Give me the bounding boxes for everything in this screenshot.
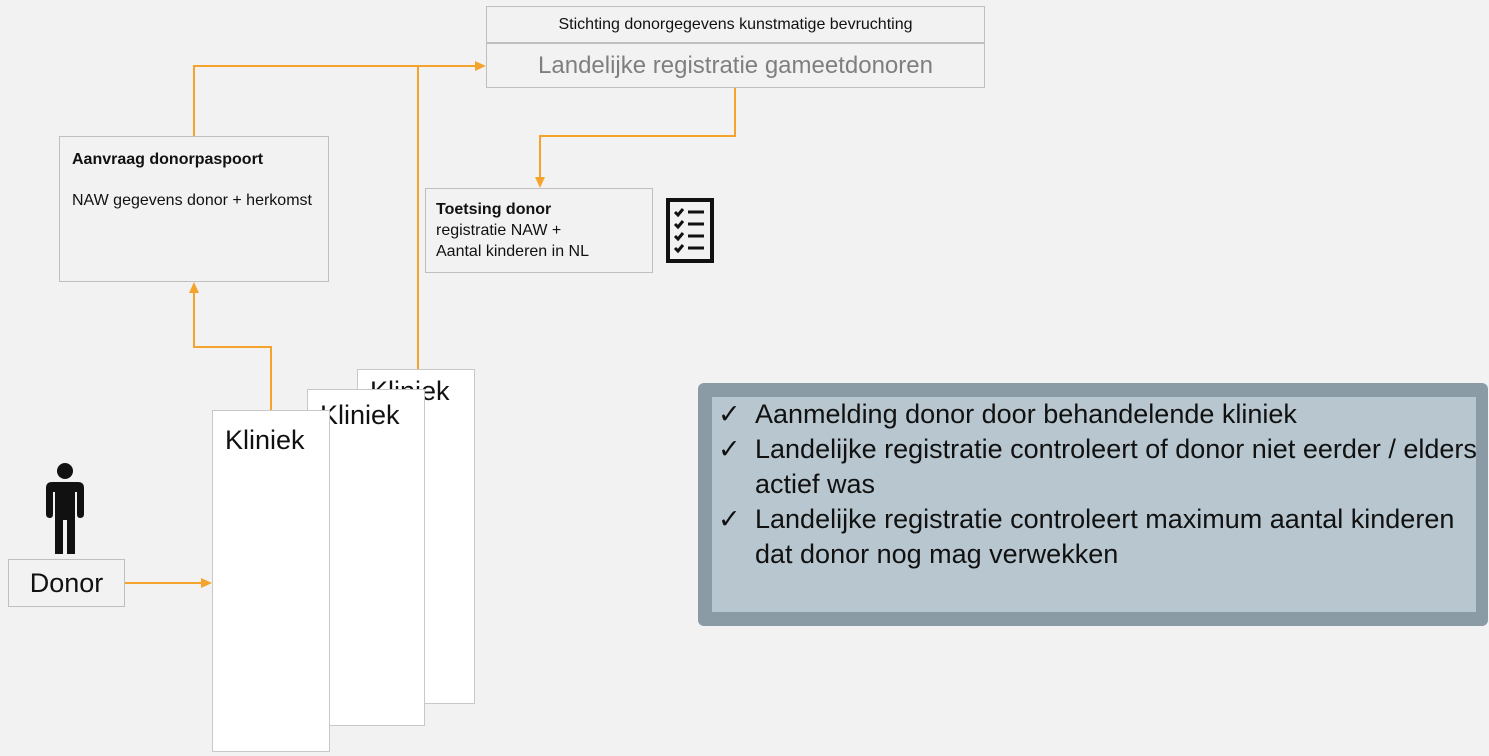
organization-top-label: Stichting donorgegevens kunstmatige bevr… (558, 15, 913, 33)
registry-box: Landelijke registratie gameetdonoren (486, 43, 985, 88)
arrowhead-toetsing (535, 177, 545, 188)
aanvraag-donorpaspoort-box: Aanvraag donorpaspoort NAW gegevens dono… (59, 136, 329, 282)
arrowhead-kliniek (201, 578, 212, 588)
organization-label: Stichting donorgegevens kunstmatige bevr… (486, 6, 985, 43)
summary-item: ✓ Landelijke registratie controleert max… (718, 502, 1478, 572)
toetsing-line-1: registratie NAW + (436, 222, 562, 239)
check-icon: ✓ (718, 504, 741, 534)
check-icon: ✓ (718, 399, 741, 429)
aanvraag-body: NAW gegevens donor + herkomst (72, 192, 312, 209)
arrowhead-registry (475, 61, 486, 71)
connector-registry-to-toetsing (539, 88, 736, 178)
summary-item: ✓ Aanmelding donor door behandelende kli… (718, 397, 1478, 432)
summary-item: ✓ Landelijke registratie controleert of … (718, 432, 1478, 502)
arrowhead-aanvraag (189, 282, 199, 293)
check-icon: ✓ (718, 434, 741, 464)
toetsing-line-2: Aantal kinderen in NL (436, 243, 589, 260)
toetsing-title: Toetsing donor (436, 201, 552, 218)
aanvraag-title: Aanvraag donorpaspoort (72, 151, 264, 168)
kliniek-label: Kliniek (320, 400, 400, 430)
kliniek-label: Kliniek (225, 425, 305, 455)
toetsing-donor-box: Toetsing donor registratie NAW + Aantal … (425, 188, 653, 273)
checklist-icon (666, 198, 714, 263)
summary-panel-inner (712, 397, 1476, 612)
connector-aanvraag-to-registry (193, 65, 476, 136)
person-icon (46, 463, 84, 554)
kliniek-card-1: Kliniek (212, 410, 330, 752)
donor-label: Donor (29, 567, 104, 598)
registry-label: Landelijke registratie gameetdonoren (538, 51, 933, 79)
donor-box: Donor (8, 559, 125, 607)
summary-item-text: Aanmelding donor door behandelende klini… (755, 399, 1297, 429)
summary-checklist: ✓ Aanmelding donor door behandelende kli… (718, 397, 1478, 572)
connector-kliniek-to-aanvraag (193, 292, 272, 410)
summary-item-text: Landelijke registratie controleert of do… (755, 434, 1477, 499)
summary-item-text: Landelijke registratie controleert maxim… (755, 504, 1455, 569)
